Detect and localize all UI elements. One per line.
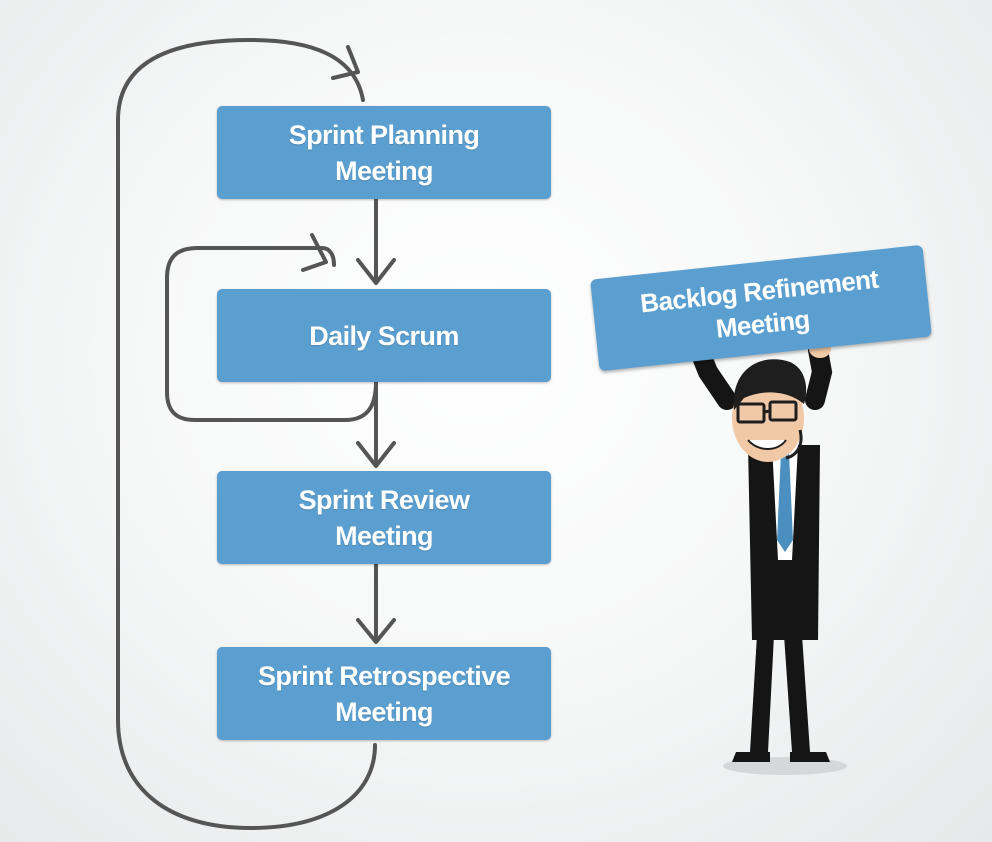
daily-scrum-label: Daily Scrum [309,320,459,351]
sprint-planning-box: Sprint Planning Meeting [217,106,551,199]
sprint-retrospective-box: Sprint Retrospective Meeting [217,647,551,740]
businessman-illustration [688,340,847,775]
sprint-review-label: Sprint Review Meeting [298,484,470,551]
arrowhead-planning-to-daily [356,258,396,285]
sprint-loop-connector [116,37,377,831]
daily-scrum-loop-connector [165,246,378,422]
arrowhead-daily-to-review [356,441,396,468]
daily-scrum-loop-arrowhead [301,233,328,272]
backlog-refinement-label: Backlog Refinement Meeting [638,263,880,344]
daily-scrum-box: Daily Scrum [217,289,551,382]
sprint-review-box: Sprint Review Meeting [217,471,551,564]
sprint-planning-label: Sprint Planning Meeting [288,119,480,186]
glasses-icon [736,402,766,424]
sprint-retrospective-label: Sprint Retrospective Meeting [257,660,511,727]
arrowhead-review-to-retro [356,618,396,644]
sprint-loop-arrowhead [331,45,360,80]
